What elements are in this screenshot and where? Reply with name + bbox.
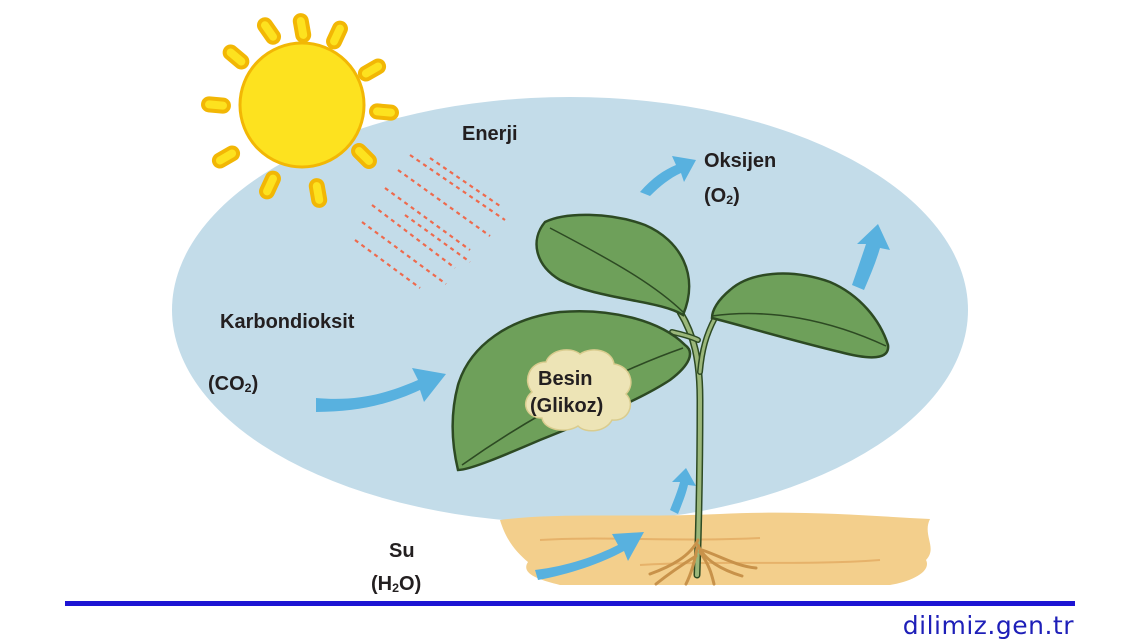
glucose-label: (Glikoz) — [530, 395, 604, 417]
water-arrow-lower — [535, 532, 644, 580]
leaf-right — [710, 272, 890, 359]
co2-arrow — [316, 368, 446, 412]
water-formula: (H2O) — [371, 573, 422, 596]
plant-icon — [669, 308, 718, 579]
leaf-vein — [711, 312, 887, 347]
energy-label: Enerji — [462, 123, 518, 145]
oxygen-label: Oksijen — [704, 150, 777, 172]
air-ellipse — [172, 97, 968, 523]
site-watermark: dilimiz.gen.tr — [902, 611, 1074, 640]
cloud-bubble-icon — [524, 349, 632, 432]
oxygen-formula: (O2) — [704, 185, 740, 208]
water-arrow-upper — [670, 468, 696, 514]
soil-ground — [500, 512, 931, 585]
carbon-dioxide-label: Karbondioksit — [220, 311, 355, 333]
footer-divider — [65, 601, 1075, 606]
co2-formula: (CO2) — [208, 373, 259, 396]
sunlight-rays — [354, 154, 506, 289]
water-label: Su — [389, 540, 415, 562]
food-label: Besin — [538, 368, 593, 390]
leaf-top — [535, 213, 691, 317]
leaf-vein — [549, 227, 684, 313]
sun-icon — [201, 13, 399, 208]
oxygen-arrow-left — [640, 156, 696, 196]
soil-texture — [539, 537, 761, 541]
oxygen-arrow-right — [852, 224, 890, 290]
root-icon — [648, 538, 758, 586]
